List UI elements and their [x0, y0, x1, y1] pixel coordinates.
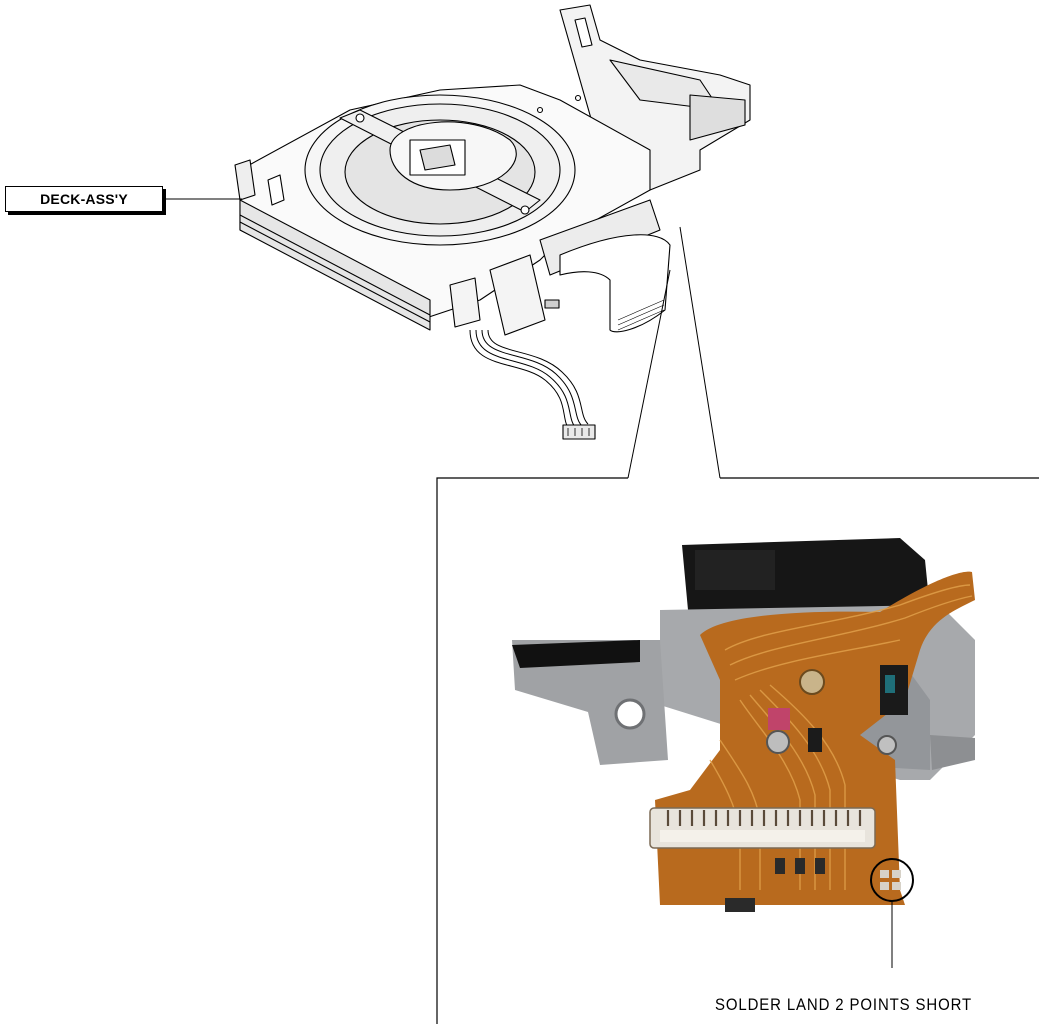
connector-pins — [666, 810, 862, 826]
inset-frame — [436, 477, 1039, 1024]
zoom-callout-lines — [627, 226, 721, 479]
optical-pickup-photo — [512, 538, 975, 912]
solder-land-caption: SOLDER LAND 2 POINTS SHORT — [715, 995, 973, 1014]
deck-assembly-drawing — [234, 4, 751, 440]
deck-assy-label: DECK-ASS'Y — [5, 186, 163, 212]
